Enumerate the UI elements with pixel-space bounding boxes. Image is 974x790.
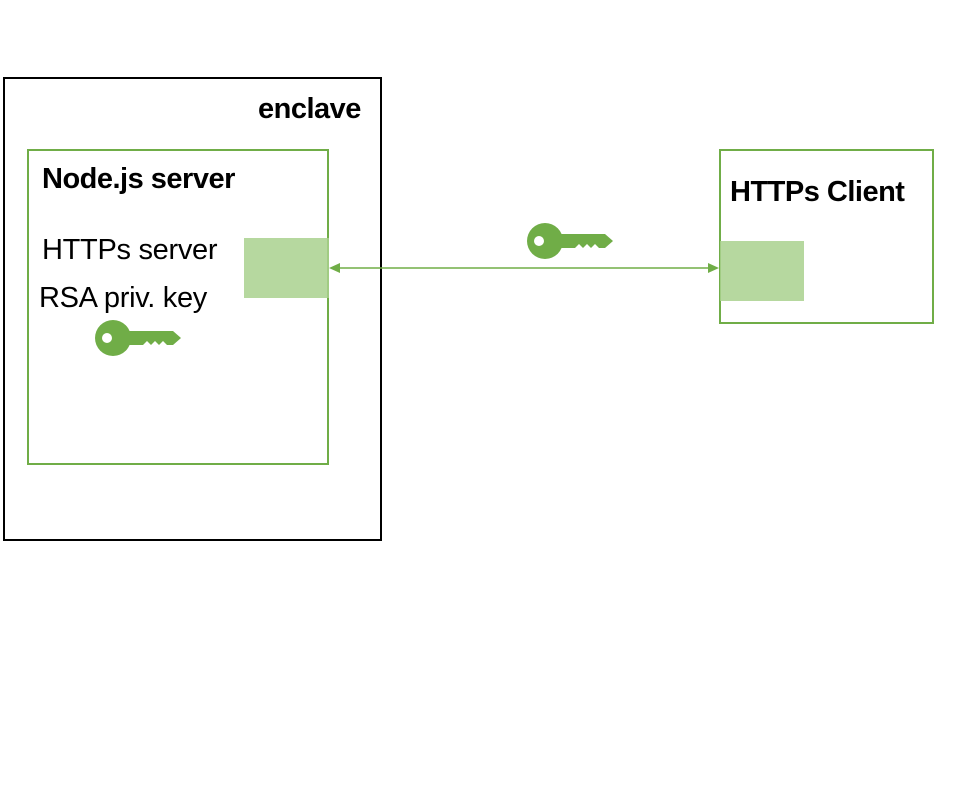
https-client-box [719, 149, 934, 324]
connection-arrow [329, 263, 719, 273]
rsa-private-key-label: RSA priv. key [39, 282, 208, 314]
https-client-title: HTTPs Client [730, 176, 905, 208]
client-port [720, 241, 804, 301]
enclave-box [3, 77, 382, 541]
https-server-label: HTTPs server [42, 234, 218, 266]
node-server-title: Node.js server [42, 163, 235, 195]
enclave-label: enclave [258, 93, 361, 125]
server-port [244, 238, 329, 298]
key-icon [527, 223, 613, 259]
node-server-box [27, 149, 329, 465]
